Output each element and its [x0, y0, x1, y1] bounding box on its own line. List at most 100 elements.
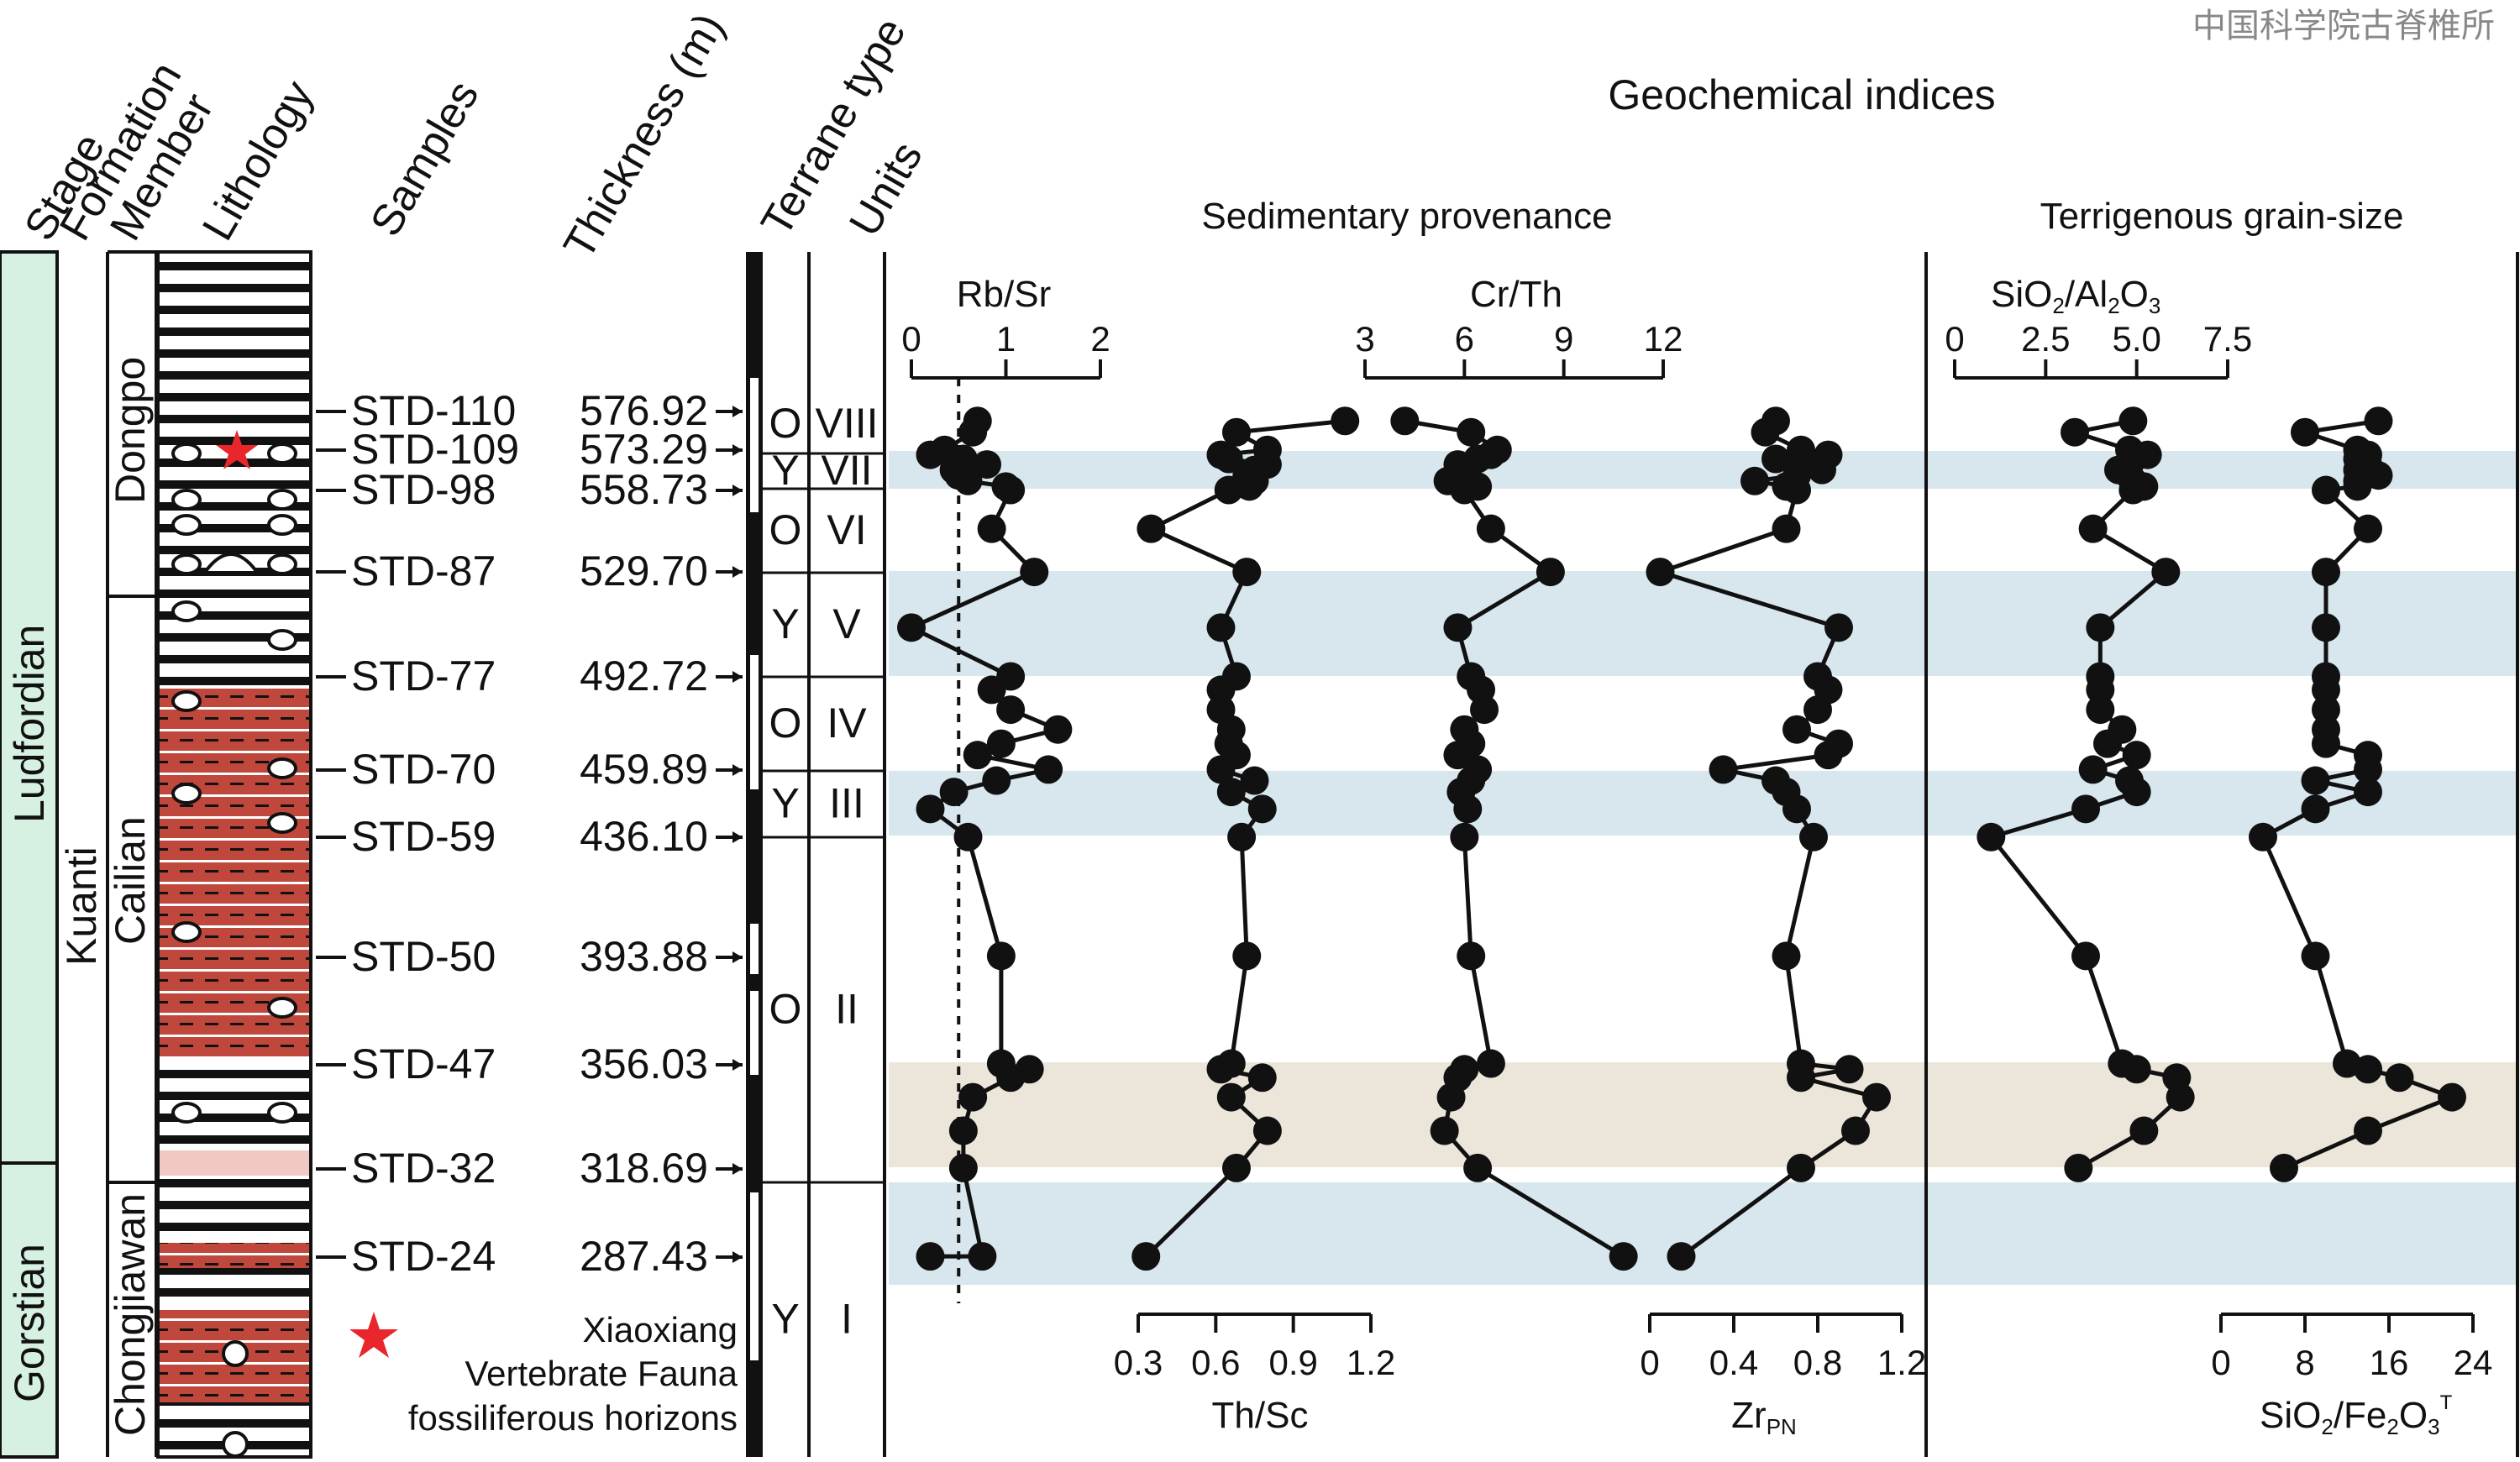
tick-4-3: 7.5 [2203, 319, 2252, 359]
point-4-0 [2118, 406, 2148, 436]
legend: Xiaoxiang Vertebrate Fauna fossiliferous… [349, 1310, 738, 1438]
point-1-11 [1137, 514, 1166, 543]
unit-0: VIII [815, 400, 878, 447]
point-1-23 [1247, 794, 1277, 824]
tick-0-2: 2 [1090, 319, 1110, 359]
point-0-12 [1020, 558, 1049, 587]
point-1-15 [1206, 675, 1236, 705]
point-1-25 [1232, 941, 1262, 971]
point-0-29 [958, 1082, 988, 1112]
tick-1-1: 0.6 [1191, 1343, 1240, 1382]
point-0-23 [916, 794, 945, 824]
point-1-29 [1216, 1082, 1246, 1112]
point-0-17 [1043, 715, 1073, 744]
point-2-26 [1476, 1049, 1505, 1078]
tick-4-1: 2.5 [2021, 319, 2070, 359]
unit-3: V [832, 600, 861, 647]
legend-star-icon [349, 1312, 398, 1358]
point-4-1 [2061, 417, 2089, 447]
sample-STD-109: STD-109 [351, 426, 519, 473]
point-1-12 [1232, 558, 1262, 587]
stage-ludfordian: Ludfordian [6, 625, 53, 823]
tick-2-1: 6 [1455, 319, 1474, 359]
tick-1-0: 0.3 [1114, 1343, 1163, 1382]
point-2-1 [1457, 417, 1486, 447]
point-5-29 [2438, 1082, 2466, 1112]
tick-2-3: 12 [1644, 319, 1683, 359]
point-5-11 [2354, 514, 2382, 543]
column-headers: Stage Formation Member Lithology Samples… [15, 5, 932, 267]
point-0-11 [977, 514, 1006, 543]
point-3-23 [1782, 794, 1811, 824]
point-0-8 [953, 466, 983, 495]
point-1-10 [1214, 475, 1243, 505]
tick-3-0: 0 [1640, 1343, 1659, 1382]
point-3-28 [1787, 1063, 1815, 1093]
point-5-0 [2364, 406, 2393, 436]
point-0-15 [977, 675, 1006, 705]
terrane-7: Y [771, 1296, 799, 1343]
tick-3-3: 1.2 [1877, 1343, 1926, 1382]
point-0-28 [996, 1063, 1026, 1093]
tick-1-3: 1.2 [1347, 1343, 1395, 1382]
point-3-10 [1782, 475, 1811, 505]
point-3-6 [1808, 455, 1836, 485]
formation-kuanti: Kuanti [58, 846, 105, 966]
header-lithology: Lithology [193, 73, 323, 249]
axis-title-sio2al2o3: SiO2/Al2O3 [1991, 274, 2160, 318]
unit-bands [889, 451, 2516, 1285]
point-1-0 [1331, 406, 1360, 436]
sample-STD-32: STD-32 [351, 1145, 496, 1192]
point-5-1 [2291, 417, 2319, 447]
point-1-32 [1131, 1242, 1161, 1271]
point-1-1 [1221, 417, 1251, 447]
point-0-3 [916, 440, 945, 469]
tick-4-0: 0 [1945, 319, 1964, 359]
unit-6: II [835, 986, 858, 1033]
sample-STD-59: STD-59 [351, 813, 496, 860]
tick-0-1: 1 [996, 319, 1016, 359]
point-5-21 [2301, 766, 2330, 795]
stage-gorstian: Gorstian [6, 1244, 53, 1402]
sample-STD-110: STD-110 [351, 387, 516, 434]
tick-0-0: 0 [901, 319, 921, 359]
point-4-13 [2086, 613, 2115, 642]
point-2-16 [1470, 695, 1499, 725]
point-2-0 [1390, 406, 1420, 436]
point-1-13 [1206, 613, 1236, 642]
tick-5-2: 16 [2370, 1343, 2409, 1382]
tick-3-1: 0.4 [1709, 1343, 1758, 1382]
point-3-12 [1646, 558, 1675, 587]
header-samples: Samples [361, 73, 488, 244]
point-1-30 [1252, 1116, 1282, 1145]
point-4-11 [2078, 514, 2108, 543]
formation-member-columns: Kuanti Dongpo Cailian Chongjiawan [55, 250, 158, 1457]
point-2-23 [1453, 794, 1483, 824]
point-2-32 [1609, 1242, 1638, 1271]
sample-STD-87: STD-87 [351, 548, 496, 595]
sample-STD-77: STD-77 [351, 652, 496, 700]
point-0-10 [996, 475, 1026, 505]
point-1-28 [1247, 1063, 1277, 1093]
point-4-24 [1977, 822, 2006, 852]
point-1-4 [1214, 444, 1243, 474]
band-0 [889, 451, 2516, 489]
tick-1-2: 0.9 [1268, 1343, 1317, 1382]
point-3-24 [1799, 822, 1828, 852]
point-3-31 [1787, 1153, 1815, 1182]
thickness-STD-77: 492.72 [580, 652, 708, 700]
tick-5-3: 24 [2454, 1343, 2493, 1382]
band-3 [889, 1062, 2516, 1167]
terrane-0: O [769, 400, 802, 447]
point-3-32 [1667, 1242, 1696, 1271]
lithology-column [156, 250, 312, 1459]
point-0-21 [982, 766, 1011, 795]
point-1-24 [1227, 822, 1257, 852]
unit-2: VI [827, 506, 866, 553]
point-3-17 [1782, 715, 1811, 744]
point-1-22 [1216, 778, 1246, 807]
point-2-25 [1457, 941, 1486, 971]
